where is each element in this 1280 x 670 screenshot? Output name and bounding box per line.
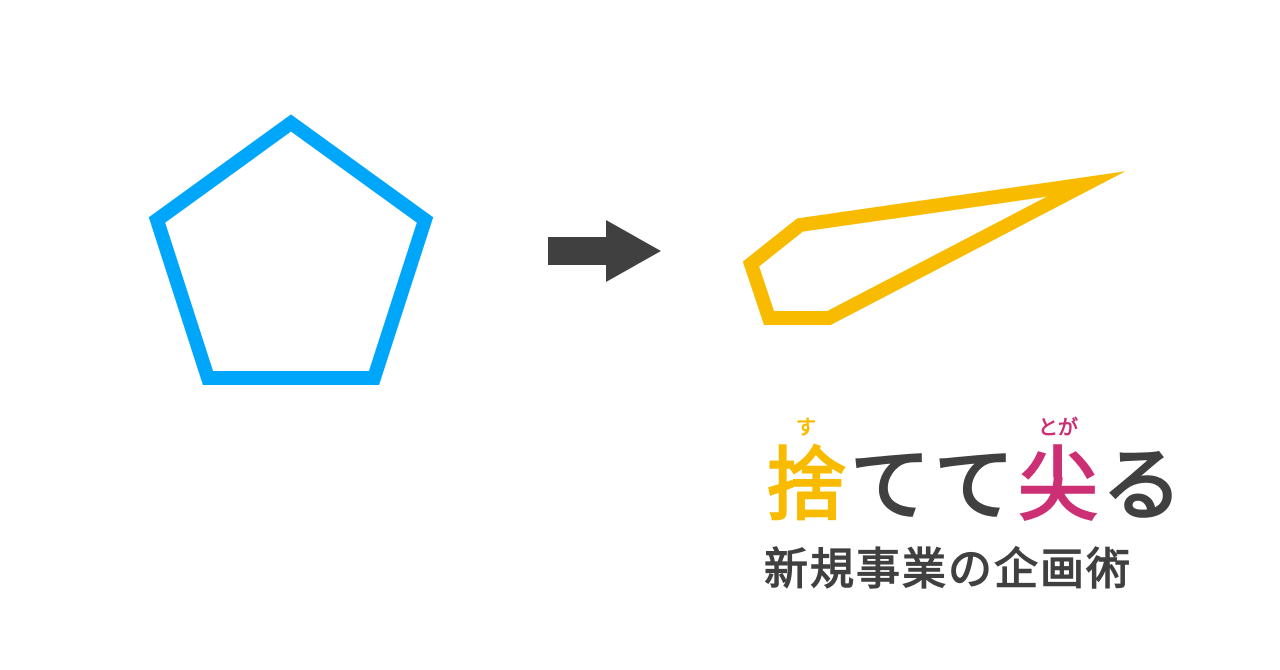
pentagon-shape (148, 114, 434, 385)
ruby-toga: とが (1038, 415, 1078, 439)
ruby-su: す (796, 415, 816, 439)
sharpened-shape (742, 171, 1126, 325)
title-block: す 捨 て て とが 尖 る 新規事業の企画術 (764, 404, 1204, 604)
title-char-sute: す 捨 (766, 415, 846, 532)
title-char-toga: とが 尖 (1018, 415, 1098, 532)
subtitle: 新規事業の企画術 (764, 544, 1132, 595)
title-char-ru: る (1102, 439, 1182, 532)
right-arrow-icon (548, 220, 661, 282)
main-title: す 捨 て て とが 尖 る (764, 415, 1184, 534)
title-char-te-2: て (934, 439, 1014, 532)
title-char-te-1: て (850, 439, 930, 532)
